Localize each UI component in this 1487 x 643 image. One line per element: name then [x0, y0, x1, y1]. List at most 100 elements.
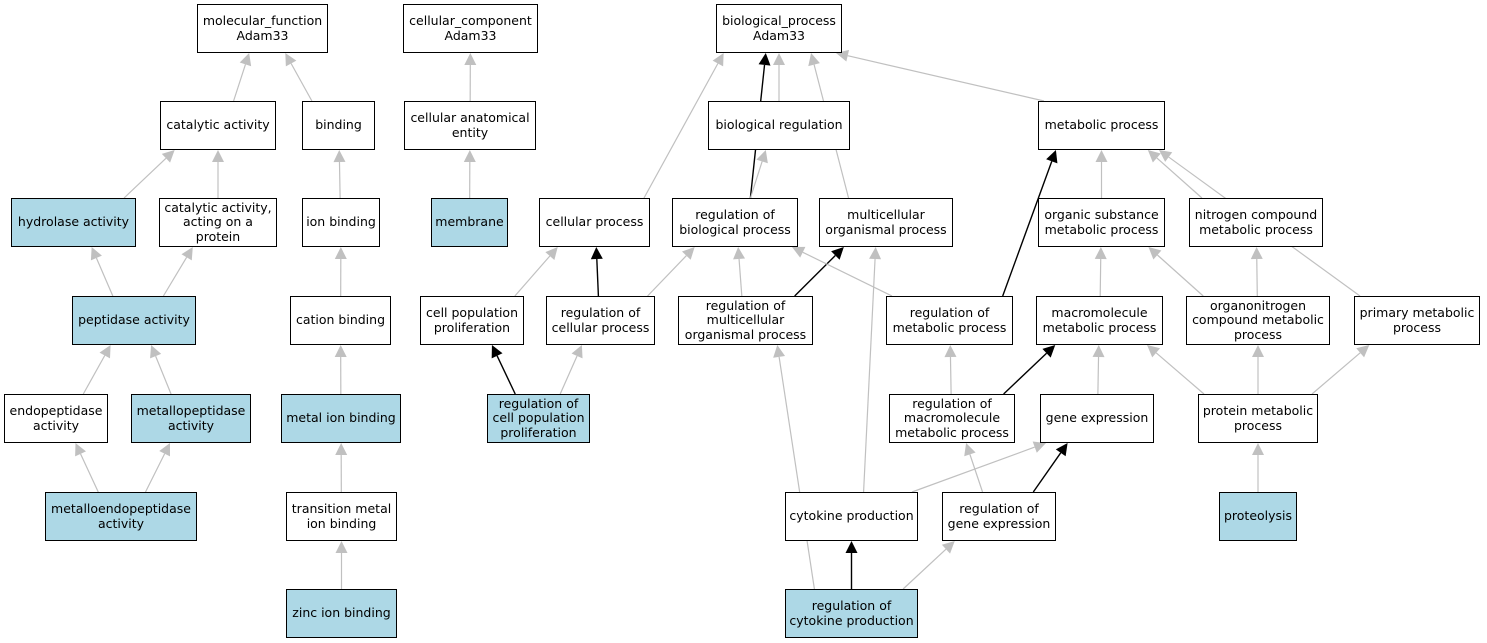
- arrowhead-regcyto-to-reggene: [941, 541, 955, 554]
- arrowhead-regcellpop-to-regcell: [571, 345, 583, 359]
- arrowhead-reggene-to-regmacro: [964, 443, 976, 457]
- node-proteolysis[interactable]: proteolysis: [1219, 492, 1297, 541]
- arrowhead-binding-to-mf: [285, 53, 297, 67]
- node-multicellular-organismal-process[interactable]: multicellular organismal process: [819, 198, 953, 247]
- edge-metalloendo-to-endo: [80, 453, 99, 493]
- arrowhead-bioreg-to-bp: [773, 53, 785, 65]
- edge-organonit-to-nitro: [1256, 258, 1258, 297]
- arrowhead-metalion-to-cation: [334, 345, 347, 358]
- edge-cellpop-to-cellproc: [514, 255, 551, 297]
- arrowhead-peptidase-to-catprot: [181, 247, 193, 261]
- edge-catalytic-to-mf: [233, 64, 247, 102]
- node-organonitrogen-compound-metabolic-process[interactable]: organonitrogen compound metabolic proces…: [1186, 296, 1330, 345]
- node-catalytic-activity[interactable]: catalytic activity: [160, 101, 276, 150]
- arrowhead-cae-to-cc: [464, 53, 477, 66]
- node-regulation-of-metabolic-process[interactable]: regulation of metabolic process: [886, 296, 1013, 345]
- node-regulation-of-cellular-process[interactable]: regulation of cellular process: [546, 296, 655, 345]
- arrowhead-multi-to-bp: [808, 53, 820, 67]
- edge-regcell-to-regbio: [647, 255, 687, 297]
- node-metabolic-process[interactable]: metabolic process: [1038, 101, 1165, 150]
- node-molecular-function[interactable]: molecular_function Adam33: [197, 4, 328, 53]
- node-regulation-of-macromolecule-metabolic-process[interactable]: regulation of macromolecule metabolic pr…: [889, 394, 1015, 443]
- arrowhead-cytokine-to-multi: [869, 247, 882, 260]
- node-regulation-of-multicellular-organismal-process[interactable]: regulation of multicellular organismal p…: [678, 296, 813, 345]
- arrowhead-endo-to-peptidase: [99, 345, 111, 359]
- arrowhead-regmacro-to-macro: [1042, 345, 1056, 358]
- edge-metalloendo-to-metallopep: [144, 453, 166, 493]
- node-regulation-of-cell-population-proliferation[interactable]: regulation of cell population proliferat…: [487, 394, 590, 443]
- node-binding[interactable]: binding: [302, 101, 375, 150]
- node-regulation-of-cytokine-production[interactable]: regulation of cytokine production: [785, 589, 918, 638]
- edge-regmetab-to-regbio: [802, 251, 893, 297]
- edge-organonit-to-orgsub: [1156, 254, 1204, 297]
- node-cellular-component[interactable]: cellular_component Adam33: [403, 4, 538, 53]
- arrowhead-metallopep-to-peptidase: [150, 345, 162, 359]
- node-primary-metabolic-process[interactable]: primary metabolic process: [1354, 296, 1480, 345]
- node-regulation-of-biological-process[interactable]: regulation of biological process: [672, 198, 798, 247]
- arrowhead-regcell-to-cellproc: [590, 247, 603, 260]
- node-nitrogen-compound-metabolic-process[interactable]: nitrogen compound metabolic process: [1189, 198, 1323, 247]
- node-metal-ion-binding[interactable]: metal ion binding: [281, 394, 401, 443]
- arrowhead-protmetab-to-primary: [1356, 345, 1370, 358]
- edge-regcellpop-to-cellpop: [496, 355, 516, 395]
- node-metalloendopeptidase-activity[interactable]: metalloendopeptidase activity: [45, 492, 197, 541]
- node-ion-binding[interactable]: ion binding: [302, 198, 380, 247]
- edge-regbio-to-bioreg: [749, 161, 763, 199]
- edge-regmulti-to-regbio: [738, 258, 743, 297]
- node-organic-substance-metabolic-process[interactable]: organic substance metabolic process: [1038, 198, 1165, 247]
- node-endopeptidase-activity[interactable]: endopeptidase activity: [4, 394, 108, 443]
- node-transition-metal-ion-binding[interactable]: transition metal ion binding: [286, 492, 397, 541]
- edge-nitro-to-metab: [1156, 157, 1203, 199]
- edge-binding-to-mf: [290, 63, 313, 102]
- edge-regmacro-to-regmetab: [949, 356, 952, 395]
- arrowhead-macro-to-orgsub: [1094, 247, 1107, 260]
- node-biological-process[interactable]: biological_process Adam33: [716, 4, 842, 53]
- node-peptidase-activity[interactable]: peptidase activity: [72, 296, 196, 345]
- edge-regcyto-to-reggene: [902, 548, 947, 590]
- arrowhead-geneexp-to-macro: [1092, 345, 1105, 358]
- arrowhead-cation-to-ionbind: [334, 247, 347, 260]
- edge-reggene-to-regmacro: [969, 454, 984, 493]
- arrowhead-transmetal-to-metalion: [335, 443, 348, 456]
- node-macromolecule-metabolic-process[interactable]: macromolecule metabolic process: [1036, 296, 1163, 345]
- node-cytokine-production[interactable]: cytokine production: [785, 492, 918, 541]
- edge-peptidase-to-hydrolase: [95, 257, 114, 297]
- arrowhead-catprot-to-catalytic: [212, 150, 224, 162]
- arrowhead-regbio-to-bioreg: [756, 150, 768, 164]
- arrowhead-zinc-to-transmetal: [335, 541, 348, 553]
- edge-cytokine-to-geneexp: [911, 446, 1035, 493]
- edge-hydrolase-to-catalytic: [123, 157, 167, 199]
- edge-regcyto-to-regmulti: [778, 356, 815, 590]
- arrowhead-orgsub-to-metab: [1095, 150, 1108, 162]
- node-zinc-ion-binding[interactable]: zinc ion binding: [286, 589, 397, 638]
- arrowhead-peptidase-to-hydrolase: [90, 247, 102, 261]
- node-membrane[interactable]: membrane: [431, 198, 508, 247]
- arrowhead-metalloendo-to-metallopep: [159, 443, 170, 457]
- edge-protmetab-to-primary: [1311, 352, 1361, 395]
- node-hydrolase-activity[interactable]: hydrolase activity: [11, 198, 136, 247]
- edge-regcell-to-cellproc: [596, 258, 600, 297]
- edge-reggene-to-geneexp: [1032, 452, 1062, 493]
- node-cation-binding[interactable]: cation binding: [290, 296, 391, 345]
- arrowhead-protmetab-to-organonit: [1252, 345, 1264, 357]
- arrowhead-regmetab-to-metab: [1046, 150, 1058, 164]
- node-cellular-anatomical-entity[interactable]: cellular anatomical entity: [404, 101, 536, 150]
- node-catalytic-activity-acting-on-protein[interactable]: catalytic activity, acting on a protein: [159, 198, 277, 247]
- edge-regmetab-to-metab: [1002, 161, 1053, 297]
- node-protein-metabolic-process[interactable]: protein metabolic process: [1198, 394, 1318, 443]
- node-metallopeptidase-activity[interactable]: metallopeptidase activity: [131, 394, 251, 443]
- node-biological-regulation[interactable]: biological regulation: [708, 101, 850, 150]
- node-gene-expression[interactable]: gene expression: [1040, 394, 1154, 443]
- node-regulation-of-gene-expression[interactable]: regulation of gene expression: [942, 492, 1056, 541]
- arrowhead-nitro-to-metab: [1147, 150, 1161, 163]
- edge-cytokine-to-multi: [862, 258, 876, 493]
- arrowhead-cytokine-to-geneexp: [1032, 441, 1046, 453]
- arrowhead-metalloendo-to-endo: [75, 443, 86, 457]
- node-cell-population-proliferation[interactable]: cell population proliferation: [420, 296, 524, 345]
- arrowhead-organonit-to-orgsub: [1148, 247, 1162, 260]
- arrowhead-regmulti-to-regbio: [733, 247, 746, 260]
- arrowhead-regcyto-to-regmulti: [773, 345, 786, 358]
- node-cellular-process[interactable]: cellular process: [539, 198, 650, 247]
- edge-peptidase-to-catprot: [162, 256, 188, 297]
